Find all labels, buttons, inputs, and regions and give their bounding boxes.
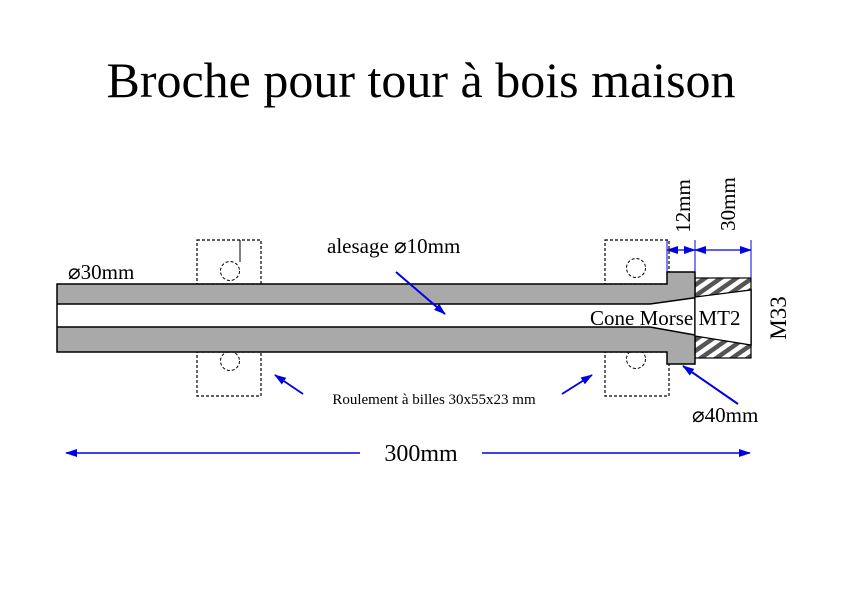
page-title: Broche pour tour à bois maison xyxy=(106,52,735,108)
ball-icon xyxy=(220,351,240,371)
ball-icon xyxy=(626,349,646,369)
bore-taper xyxy=(694,289,752,346)
thread-label: M33 xyxy=(766,296,791,339)
top-dimension xyxy=(666,240,752,278)
shaft-diameter-label: ⌀30mm xyxy=(68,260,134,284)
ball-icon xyxy=(626,258,646,278)
bearing-left xyxy=(196,239,262,397)
thread-length-label: 30mm xyxy=(716,177,740,231)
total-length-label: 300mm xyxy=(384,441,458,467)
bore-arrow xyxy=(395,271,446,315)
bearing-label: Roulement à billes 30x55x23 mm xyxy=(332,392,536,408)
ball-icon xyxy=(220,261,240,281)
taper-label: Cone Morse MT2 xyxy=(590,306,741,330)
bore-label: alesage ⌀10mm xyxy=(327,234,460,258)
collar-diameter-arrow xyxy=(682,365,739,405)
collar-diameter-label: ⌀40mm xyxy=(692,403,758,427)
bearing-arrow-right xyxy=(561,374,593,395)
bearing-arrow-left xyxy=(274,374,304,395)
collar-length-label: 12mm xyxy=(671,179,695,233)
